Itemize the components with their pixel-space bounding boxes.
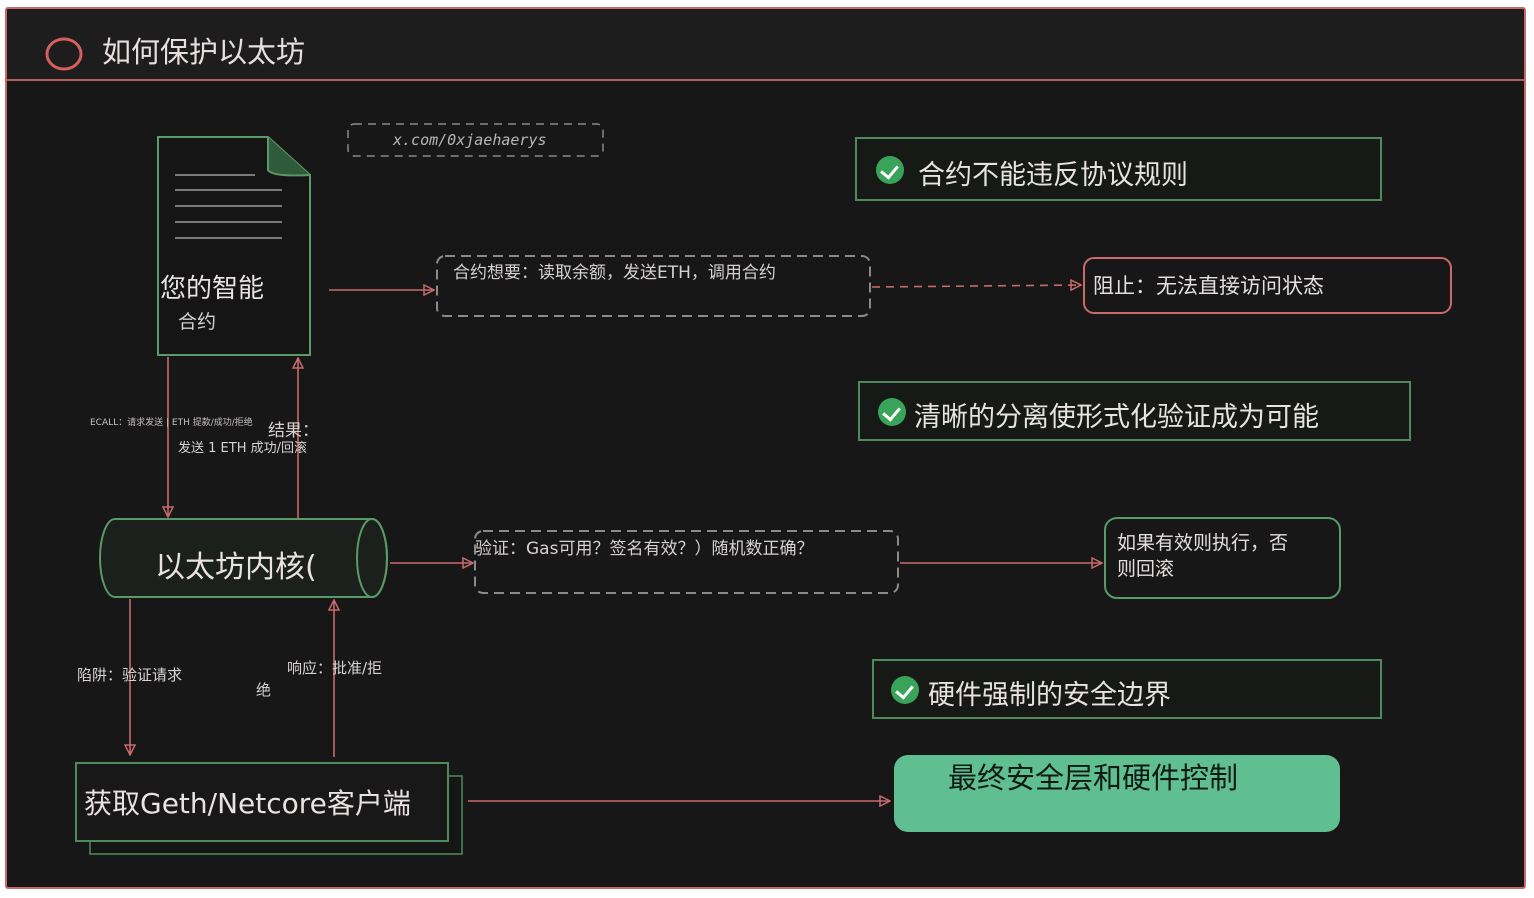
execute-label-line2: 则回滚 [1117, 558, 1175, 580]
block-label: 阻止：无法直接访问状态 [1093, 274, 1324, 298]
circle-icon [45, 37, 83, 71]
benefit-label-1: 合约不能违反协议规则 [918, 160, 1188, 191]
verify-label: 验证：Gas可用？签名有效？）随机数正确？ [475, 539, 814, 559]
client-label: 获取Geth/Netcore客户端 [84, 787, 411, 820]
response-label-line1: 响应：批准/拒 [287, 659, 383, 677]
result-label-line1: 结果： [268, 421, 319, 441]
title-bar: 如何保护以太坊 [7, 9, 1524, 81]
final-label: 最终安全层和硬件控制 [948, 761, 1239, 795]
execute-label-line1: 如果有效则执行，否 [1117, 532, 1289, 554]
trap-label: 陷阱：验证请求 [77, 666, 183, 684]
response-label-line2: 绝 [256, 681, 272, 699]
check-circle-icon [876, 156, 904, 184]
contract-wants-label: 合约想要：读取余额，发送ETH，调用合约 [453, 263, 776, 283]
kernel-label: 以太坊内核( [155, 550, 317, 585]
check-circle-icon [891, 676, 919, 704]
benefit-label-2: 清晰的分离使形式化验证成为可能 [914, 402, 1319, 433]
handle-label: x.com/0xjaehaerys [393, 131, 547, 149]
result-label-line2: 发送 1 ETH 成功/回滚 [178, 441, 307, 456]
contract-label-line2: 合约 [178, 311, 217, 333]
contract-label-line1: 您的智能 [160, 274, 265, 304]
check-circle-icon [878, 398, 906, 426]
page-title: 如何保护以太坊 [102, 35, 306, 69]
ecall-label: ECALL：请求发送 | ETH 提款/成功/拒绝 [90, 418, 253, 428]
benefit-label-3: 硬件强制的安全边界 [928, 680, 1171, 711]
